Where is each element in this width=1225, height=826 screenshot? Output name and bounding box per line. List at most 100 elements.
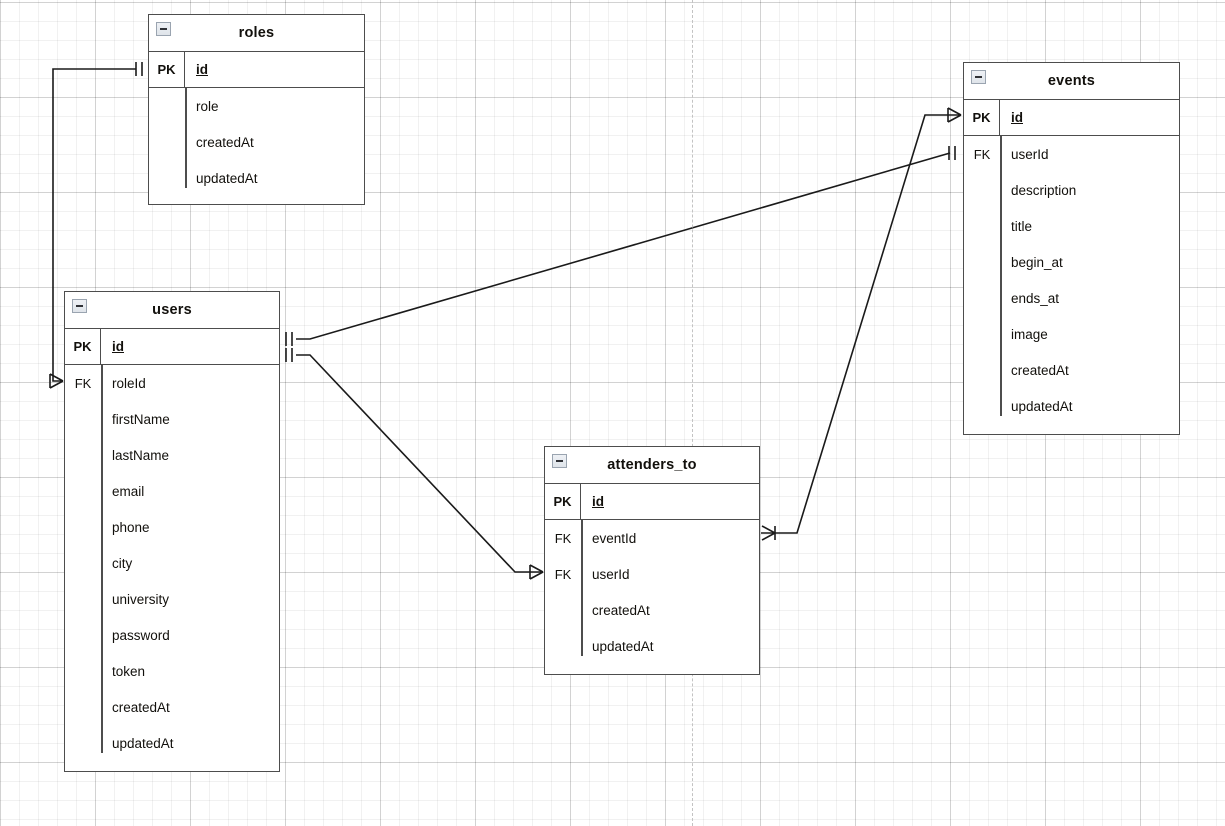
- attribute-name: lastName: [112, 447, 170, 463]
- key-label: [149, 160, 185, 196]
- minus-icon[interactable]: [156, 22, 171, 36]
- attribute-name: university: [112, 591, 170, 607]
- key-label: [65, 653, 101, 689]
- table-row[interactable]: email: [65, 473, 279, 509]
- edge-users-attenders: [285, 348, 544, 580]
- key-label: FK: [554, 566, 572, 582]
- attribute-name: image: [1011, 326, 1048, 342]
- key-label: FK: [554, 530, 572, 546]
- key-label: [964, 352, 1000, 388]
- attribute-list: FK userId description title begin_at end…: [964, 136, 1179, 424]
- attribute-name: city: [112, 555, 133, 571]
- key-label: [65, 689, 101, 725]
- entity-title: roles: [238, 25, 275, 41]
- entity-header-events[interactable]: events: [964, 63, 1179, 100]
- table-row[interactable]: city: [65, 545, 279, 581]
- entity-header-attenders-to[interactable]: attenders_to: [545, 447, 759, 484]
- table-row[interactable]: FK userId: [545, 556, 759, 592]
- key-label: [65, 437, 101, 473]
- key-label: [964, 388, 1000, 424]
- key-label: [964, 280, 1000, 316]
- key-label: [65, 545, 101, 581]
- table-row[interactable]: createdAt: [545, 592, 759, 628]
- key-label: [65, 401, 101, 437]
- entity-title: attenders_to: [607, 457, 697, 473]
- key-label: FK: [74, 375, 92, 391]
- table-row[interactable]: PK id: [65, 329, 279, 365]
- table-row[interactable]: ends_at: [964, 280, 1179, 316]
- table-row[interactable]: description: [964, 172, 1179, 208]
- attribute-name: title: [1011, 218, 1033, 234]
- entity-header-users[interactable]: users: [65, 292, 279, 329]
- table-row[interactable]: image: [964, 316, 1179, 352]
- table-row[interactable]: updatedAt: [65, 725, 279, 761]
- minus-icon[interactable]: [72, 299, 87, 313]
- table-row[interactable]: lastName: [65, 437, 279, 473]
- key-label: [65, 473, 101, 509]
- entity-attenders-to[interactable]: attenders_to PK id FK eventId FK userId …: [544, 446, 760, 675]
- attribute-name: userId: [592, 566, 630, 582]
- attribute-name: password: [112, 627, 170, 643]
- attribute-name: eventId: [592, 530, 637, 546]
- attribute-name: begin_at: [1011, 254, 1063, 270]
- table-row[interactable]: PK id: [545, 484, 759, 520]
- key-label: [964, 244, 1000, 280]
- key-label: [149, 124, 185, 160]
- table-row[interactable]: university: [65, 581, 279, 617]
- entity-roles[interactable]: roles PK id role createdAt updatedAt: [148, 14, 365, 205]
- attribute-name: id: [592, 494, 604, 509]
- attribute-name: updatedAt: [112, 735, 174, 751]
- attribute-name: phone: [112, 519, 150, 535]
- table-row[interactable]: PK id: [149, 52, 364, 88]
- edge-users-events: [285, 146, 956, 346]
- key-label: PK: [545, 484, 581, 519]
- table-row[interactable]: phone: [65, 509, 279, 545]
- table-row[interactable]: begin_at: [964, 244, 1179, 280]
- table-row[interactable]: token: [65, 653, 279, 689]
- key-label: [964, 172, 1000, 208]
- table-row[interactable]: createdAt: [149, 124, 364, 160]
- attribute-name: ends_at: [1011, 290, 1060, 306]
- page-break-guide: [692, 0, 693, 826]
- key-label: PK: [149, 52, 185, 87]
- entity-events[interactable]: events PK id FK userId description title…: [963, 62, 1180, 435]
- table-row[interactable]: FK userId: [964, 136, 1179, 172]
- attribute-name: createdAt: [196, 134, 254, 150]
- table-row[interactable]: title: [964, 208, 1179, 244]
- attribute-name: updatedAt: [196, 170, 258, 186]
- table-row[interactable]: updatedAt: [149, 160, 364, 196]
- key-label: [964, 208, 1000, 244]
- table-row[interactable]: createdAt: [964, 352, 1179, 388]
- minus-icon[interactable]: [552, 454, 567, 468]
- attribute-list: FK eventId FK userId createdAt updatedAt: [545, 520, 759, 664]
- key-label: [149, 88, 185, 124]
- table-row[interactable]: firstName: [65, 401, 279, 437]
- attribute-name: updatedAt: [592, 638, 654, 654]
- table-row[interactable]: updatedAt: [545, 628, 759, 664]
- attribute-name: id: [112, 339, 124, 354]
- key-label: [964, 316, 1000, 352]
- attribute-name: email: [112, 483, 145, 499]
- key-label: [65, 509, 101, 545]
- edge-attenders-events: [761, 107, 962, 541]
- entity-users[interactable]: users PK id FK roleId firstName lastName…: [64, 291, 280, 772]
- entity-header-roles[interactable]: roles: [149, 15, 364, 52]
- table-row[interactable]: password: [65, 617, 279, 653]
- table-row[interactable]: FK roleId: [65, 365, 279, 401]
- table-row[interactable]: role: [149, 88, 364, 124]
- key-label: [545, 628, 581, 664]
- attribute-name: updatedAt: [1011, 398, 1073, 414]
- table-row[interactable]: updatedAt: [964, 388, 1179, 424]
- entity-title: events: [1047, 73, 1096, 89]
- attribute-name: id: [196, 62, 208, 77]
- table-row[interactable]: FK eventId: [545, 520, 759, 556]
- key-label: [65, 581, 101, 617]
- table-row[interactable]: createdAt: [65, 689, 279, 725]
- key-label: PK: [65, 329, 101, 364]
- table-row[interactable]: PK id: [964, 100, 1179, 136]
- attribute-name: role: [196, 98, 219, 114]
- attribute-name: createdAt: [112, 699, 170, 715]
- minus-icon[interactable]: [971, 70, 986, 84]
- entity-title: users: [152, 302, 192, 318]
